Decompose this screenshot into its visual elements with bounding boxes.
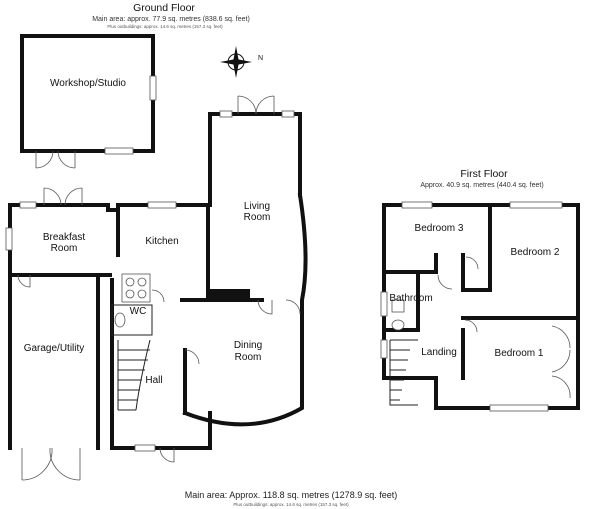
breakfast-label-2: Room <box>51 243 78 254</box>
wc-label: WC <box>130 306 147 317</box>
ground-floor-main <box>5 95 308 481</box>
workshop-studio: Workshop/Studio <box>20 34 157 169</box>
first-floor-title: First Floor <box>460 168 508 180</box>
garage-label: Garage/Utility <box>24 343 85 354</box>
first-floor-main-area: Approx. 40.9 sq. metres (440.4 sq. feet) <box>420 182 543 189</box>
kitchen-label: Kitchen <box>145 236 178 247</box>
ground-floor-title: Ground Floor <box>133 2 195 14</box>
bathroom-label: Bathroom <box>389 293 432 304</box>
living-label-1: Living <box>244 201 270 212</box>
first-floor-plan <box>380 201 580 412</box>
ground-floor-main-area: Main area: approx. 77.9 sq. metres (838.… <box>92 16 250 23</box>
workshop-label: Workshop/Studio <box>50 78 126 89</box>
bedroom1-label: Bedroom 1 <box>495 348 544 359</box>
compass-north-label: N <box>258 55 263 62</box>
dining-label-1: Dining <box>234 340 262 351</box>
bedroom3-label: Bedroom 3 <box>415 223 464 234</box>
hall-label: Hall <box>145 375 162 386</box>
footer-outbuildings: Plus outbuildings: approx. 14.6 sq. metr… <box>233 502 349 507</box>
landing-label: Landing <box>421 347 457 358</box>
breakfast-label-1: Breakfast <box>43 232 85 243</box>
compass-icon: N <box>220 46 263 78</box>
dining-label-2: Room <box>235 352 262 363</box>
living-label-2: Room <box>244 212 271 223</box>
ground-floor-outbuildings: Plus outbuildings: approx. 14.6 sq. metr… <box>107 24 223 29</box>
footer-main-area: Main area: Approx. 118.8 sq. metres (127… <box>185 490 397 500</box>
bedroom2-label: Bedroom 2 <box>511 247 560 258</box>
